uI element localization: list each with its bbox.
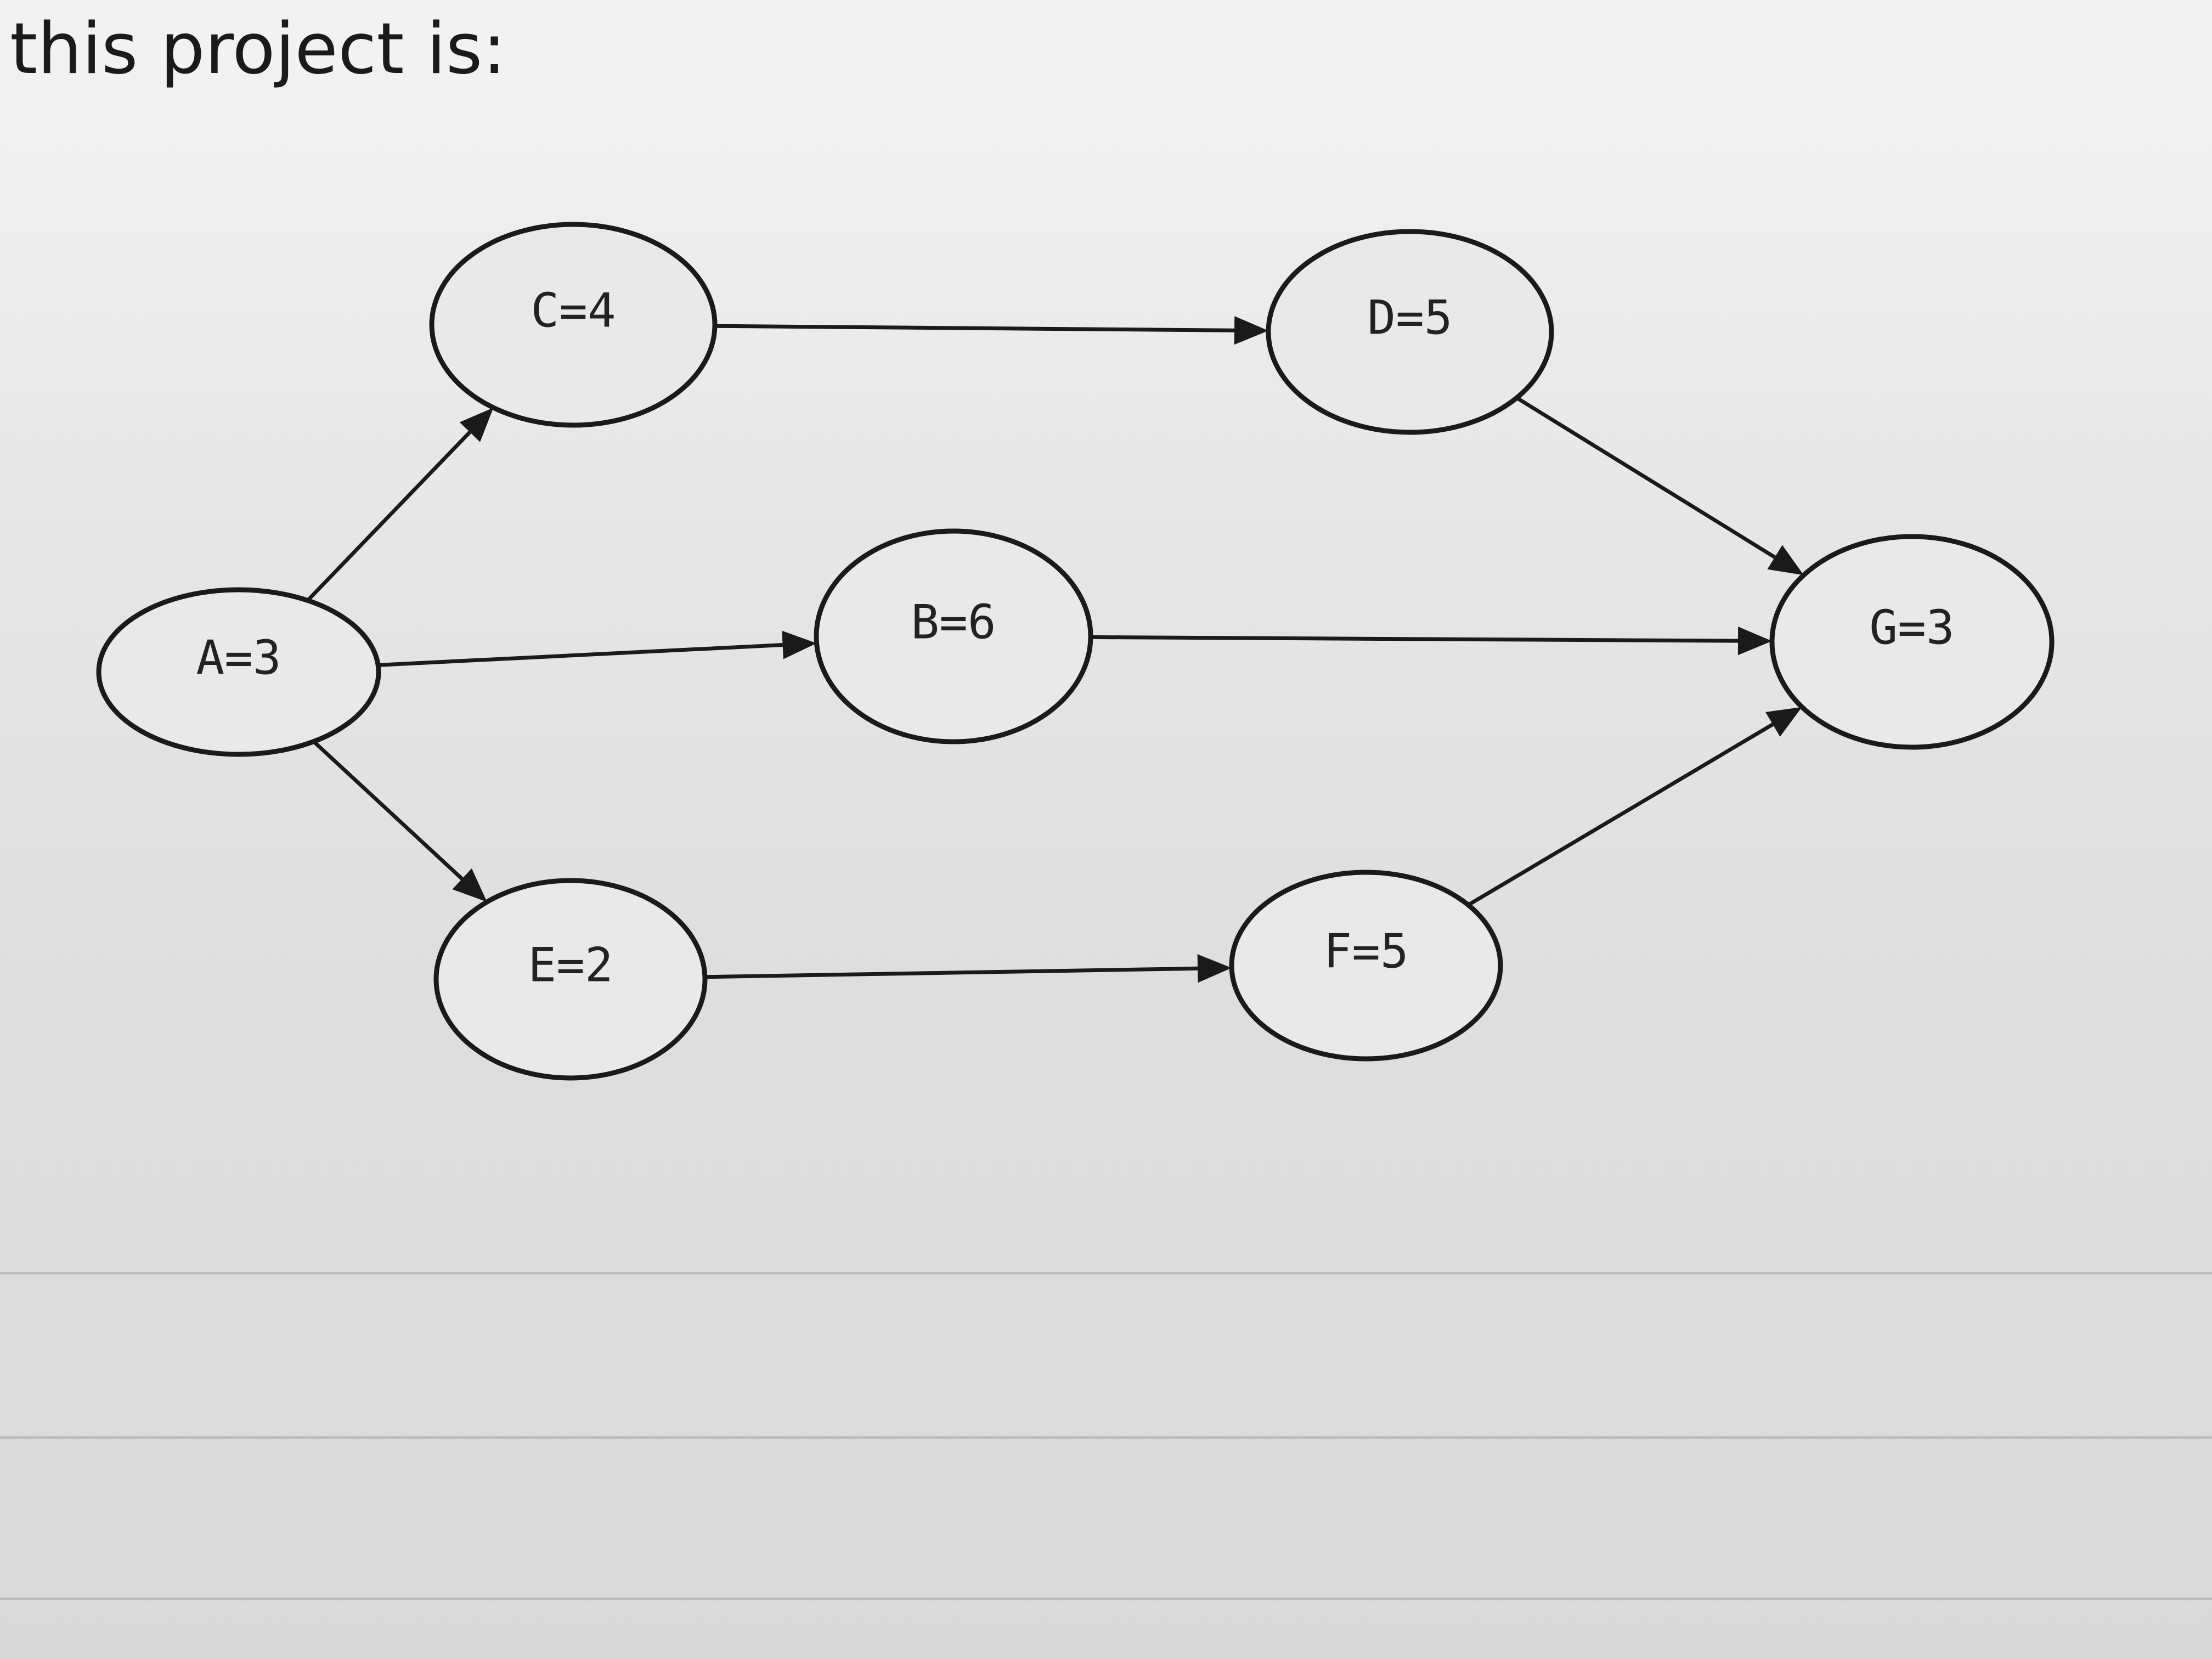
edges-layer	[306, 316, 1804, 983]
node-g: G=3	[1769, 534, 2055, 750]
edge-c-to-d	[714, 324, 1235, 332]
node-e: E=2	[433, 878, 708, 1081]
node-d-ellipse	[1266, 229, 1554, 435]
node-c: C=4	[429, 222, 718, 428]
node-b-ellipse	[814, 528, 1093, 744]
arrowhead-a-to-b	[782, 630, 817, 659]
nodes-layer: A=3 C=4 D=5B=6 G=3E=2 F=5	[96, 222, 2055, 1081]
edge-f-to-g	[1467, 723, 1774, 907]
node-e-label: E=2	[528, 938, 613, 992]
question-text: this project is:	[10, 8, 506, 90]
arrowhead-c-to-d	[1234, 316, 1269, 345]
edge-a-to-b	[377, 643, 783, 667]
node-c-label: C=4	[531, 283, 616, 338]
node-d: D=5	[1266, 229, 1554, 435]
edge-a-to-c	[306, 431, 471, 602]
arrowhead-b-to-g	[1737, 627, 1773, 656]
node-a-ellipse	[96, 587, 381, 757]
node-f-ellipse	[1229, 870, 1503, 1062]
node-e-ellipse	[433, 878, 708, 1081]
node-g-label: G=3	[1869, 600, 1954, 655]
edge-d-to-g	[1515, 396, 1776, 559]
arrowhead-f-to-g	[1765, 707, 1802, 737]
edge-e-to-f	[704, 966, 1198, 979]
node-b-label: B=6	[911, 595, 996, 650]
node-d-label: D=5	[1367, 290, 1452, 345]
arrowhead-a-to-c	[459, 408, 494, 442]
node-a: A=3	[96, 587, 381, 757]
node-a-label: A=3	[196, 630, 281, 685]
node-f: F=5	[1229, 870, 1503, 1062]
edge-b-to-g	[1090, 635, 1739, 643]
divider-line-1	[0, 1272, 2212, 1274]
divider-line-3	[0, 1598, 2212, 1600]
node-c-ellipse	[429, 222, 718, 428]
node-b: B=6	[814, 528, 1093, 744]
edge-a-to-e	[312, 740, 464, 881]
node-g-ellipse	[1769, 534, 2055, 750]
arrowhead-d-to-g	[1767, 545, 1804, 575]
node-f-label: F=5	[1323, 924, 1408, 979]
divider-line-2	[0, 1436, 2212, 1439]
arrowhead-a-to-e	[452, 868, 487, 902]
arrowhead-e-to-f	[1197, 954, 1232, 983]
